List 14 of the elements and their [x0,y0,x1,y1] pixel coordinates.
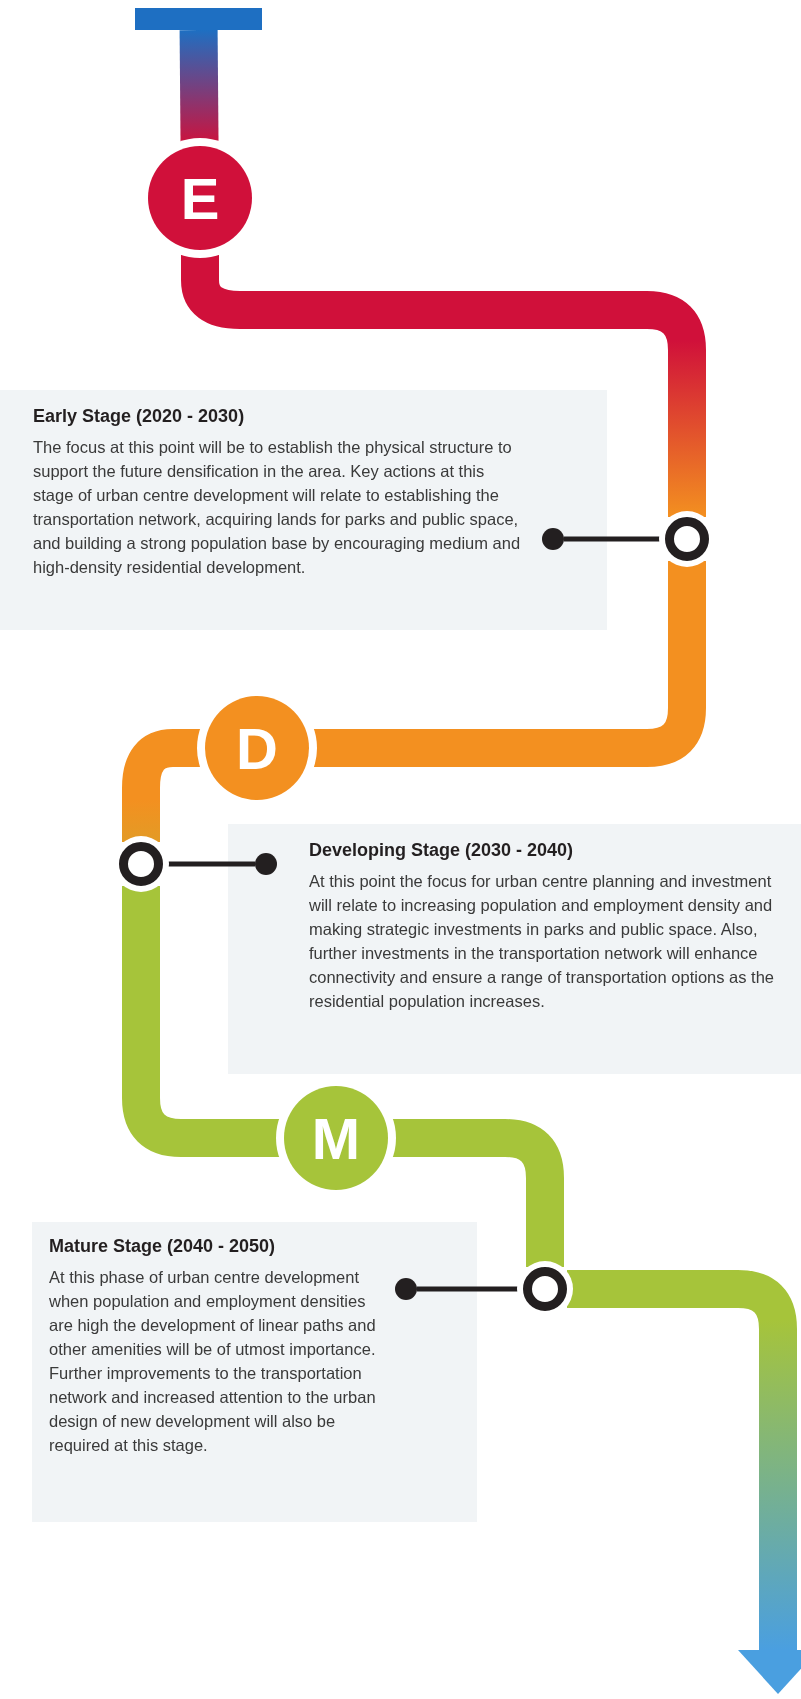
connector-dot [255,853,277,875]
stage-description: At this point the focus for urban centre planning and investment will relate to increasing population and employment density and making strategic investments in parks and public space. Also, further investments in the transportation network will enhance connectivity and ensure a range of transportation options as the residential population increases. [309,871,776,1012]
stage-heading: Mature Stage (2040 - 2050) [49,1236,277,1257]
route-arrow [567,1270,801,1694]
terminal-bar [135,8,262,30]
connector-dot [542,528,564,550]
text-panel [32,1222,477,1522]
stage-description: At this phase of urban centre development when population and employment densities are high the development of linear paths and other amenities will be of utmost importance. Further improvements to the transportation network and increased attention to the urban design of new development will also be required at this stage. [49,1267,377,1456]
stage-heading: Developing Stage (2030 - 2040) [309,840,575,861]
text-panel [0,390,607,630]
stage-heading: Early Stage (2020 - 2030) [33,406,246,427]
connector-dot [395,1278,417,1300]
stage-description: The focus at this point will be to establish the physical structure to support the future densification in the area. Key actions at this stage of urban centre development will relate to establishing the transportation network, acquiring lands for parks and public space, and building a strong population base by encouraging medium and high-density residential development. [33,437,522,578]
text-panel [228,824,801,1074]
